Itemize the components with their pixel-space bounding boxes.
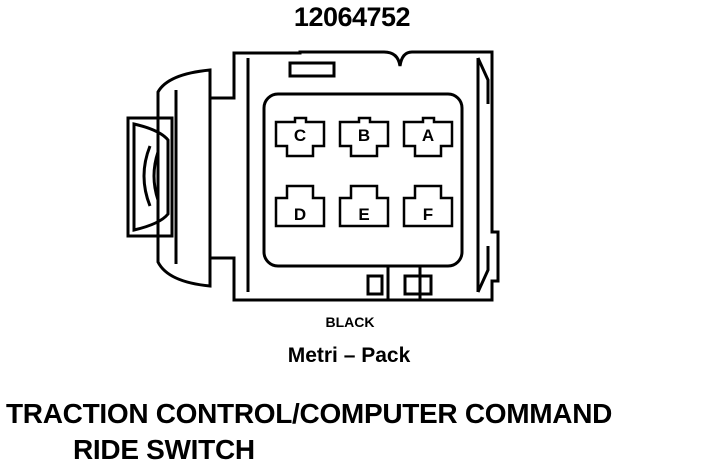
right-lug-top: [476, 57, 490, 104]
pin-cavity-a: [402, 116, 454, 158]
connector-color-label: BLACK: [325, 314, 375, 330]
connector-housing-outline: [208, 50, 500, 302]
pin-cavity-c: [274, 116, 326, 158]
right-lug-bottom: [476, 246, 490, 293]
pin-label-d: D: [294, 205, 306, 224]
pin-label-a: A: [422, 126, 434, 145]
connector-type-label: Metri – Pack: [287, 344, 411, 367]
latch-tab-outline: [126, 116, 174, 238]
connector-part-number: 12064752: [293, 2, 411, 32]
pin-label-e: E: [358, 205, 369, 224]
latch-housing: [156, 68, 212, 288]
caption-line-1: TRACTION CONTROL/COMPUTER COMMAND: [6, 398, 613, 429]
caption-line-2: RIDE SWITCH: [73, 434, 255, 465]
bottom-slot-right: [403, 274, 433, 296]
bottom-slot-left: [366, 274, 384, 296]
pin-label-f: F: [423, 205, 433, 224]
latch-ramp: [142, 145, 160, 207]
terminal-cavity-frame: [262, 92, 464, 268]
top-lock-slot: [288, 61, 336, 78]
pin-cavity-e: [338, 184, 390, 228]
housing-inner-edge: [246, 58, 480, 292]
pin-cavity-d: [274, 184, 326, 228]
pin-cavity-f: [402, 184, 454, 228]
pin-cavity-b: [338, 116, 390, 158]
pin-label-b: B: [358, 126, 370, 145]
pin-label-c: C: [294, 126, 306, 145]
latch-tab-grip: [132, 122, 170, 232]
